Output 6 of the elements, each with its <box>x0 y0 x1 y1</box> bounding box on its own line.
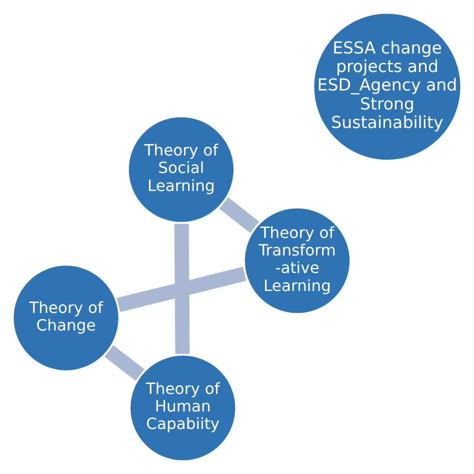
node-circle: ESSA change projects and ESD_Agency and Strong Sustainability <box>311 10 464 163</box>
connector <box>104 345 144 381</box>
node-circle: Theory of Change <box>10 262 122 374</box>
connector <box>174 224 190 354</box>
connector <box>219 197 260 234</box>
connector <box>116 266 246 312</box>
